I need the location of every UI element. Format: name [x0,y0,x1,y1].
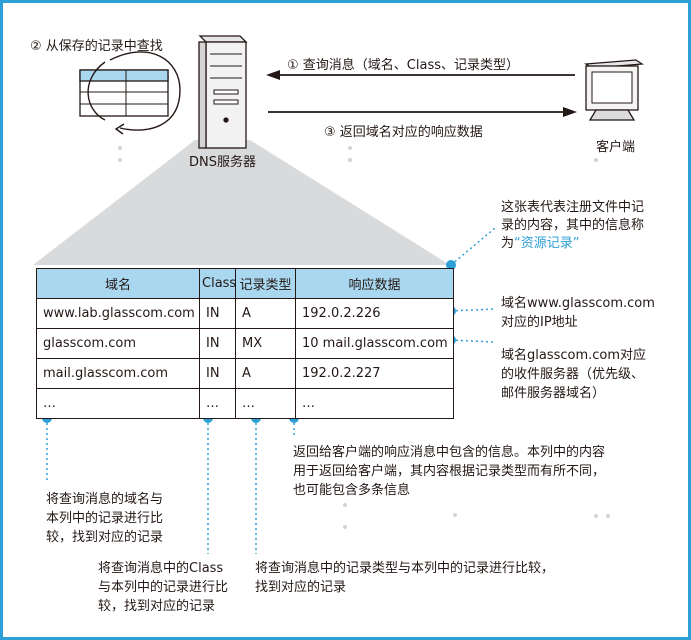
mini-table-icon [79,69,169,117]
table-projection [33,140,450,265]
table-note-line1: 这张表代表注册文件中记 [501,200,645,215]
ip-address-note: 域名www.glasscom.com 对应的IP地址 [501,296,655,330]
type-column-note: 将查询消息中的记录类型与本列中的记录进行比较， 找到对应的记录 [255,561,555,595]
table-note-prefix: 为 [501,236,515,251]
cell-data: 192.0.2.226 [295,298,454,329]
table-row: www.lab.glasscom.com IN A 192.0.2.226 [36,298,454,329]
cell-data: 10 mail.glasscom.com [295,328,454,359]
dns-records-table: 域名 Class 记录类型 响应数据 www.lab.glasscom.com … [36,268,454,419]
table-note-line3: 为“资源记录” [501,234,580,253]
table-header-row: 域名 Class 记录类型 响应数据 [36,268,454,299]
cell-domain: www.lab.glasscom.com [36,298,200,329]
cell-domain: glasscom.com [36,328,200,359]
cell-domain: mail.glasscom.com [36,358,200,389]
class-column-note: 将查询消息中的Class 与本列中的记录进行比 较，找到对应的记录 [98,561,229,614]
table-note-line2: 录的内容，其中的信息称 [501,218,645,233]
cell-class: … [199,388,236,419]
leader-lines [46,227,496,554]
cell-type: A [235,298,296,329]
header-domain-name: 域名 [36,268,200,299]
decorative-dots [118,146,610,529]
dns-server-label: DNS服务器 [189,155,256,170]
cell-type: MX [235,328,296,359]
cell-domain: … [36,388,200,419]
server-icon [198,35,248,149]
header-response-data: 响应数据 [295,268,454,299]
circular-arrow-icon [87,51,181,135]
table-row: mail.glasscom.com IN A 192.0.2.227 [36,358,454,389]
lookup-label: ② 从保存的记录中查找 [30,39,163,54]
cell-type: … [235,388,296,419]
header-class: Class [199,268,236,299]
resource-record-term: “资源记录” [514,236,580,251]
cell-data: 192.0.2.227 [295,358,454,389]
cell-class: IN [199,298,236,329]
cell-class: IN [199,358,236,389]
cell-class: IN [199,328,236,359]
message-arrows [268,74,575,113]
table-row: glasscom.com IN MX 10 mail.glasscom.com [36,328,454,359]
response-arrowhead [563,107,577,117]
monitor-icon [584,59,644,121]
cell-type: A [235,358,296,389]
cell-data: … [295,388,454,419]
header-record-type: 记录类型 [235,268,296,299]
query-message-label: ① 查询消息（域名、Class、记录类型） [287,58,519,73]
query-arrowhead [266,70,280,80]
domain-column-note: 将查询消息的域名与 本列中的记录进行比 较，找到对应的记录 [46,492,164,545]
client-label: 客户端 [596,140,636,155]
table-row: … … … … [36,388,454,419]
response-message-label: ③ 返回域名对应的响应数据 [324,125,483,140]
response-column-note: 返回给客户端的响应消息中包含的信息。本列中的内容 用于返回给客户端，其内容根据记… [293,445,606,498]
mail-server-note: 域名glasscom.com对应 的收件服务器（优先级、 邮件服务器域名） [501,348,647,401]
